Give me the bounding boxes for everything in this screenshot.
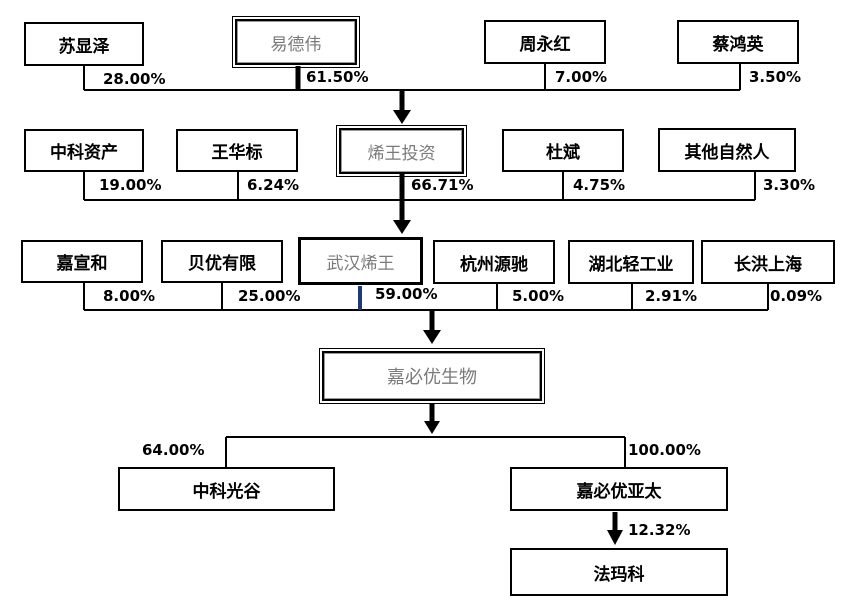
pct-changhong-shanghai: 0.09% xyxy=(770,287,823,305)
node-other-persons: 其他自然人 xyxy=(658,128,796,172)
pct-cai-hongying: 3.50% xyxy=(749,68,802,86)
pct-zhongke-guanggu: 64.00% xyxy=(142,441,205,459)
node-zhongke-guanggu: 中科光谷 xyxy=(118,467,335,511)
node-yi-dewei: 易德伟 xyxy=(232,16,360,68)
node-xiwang-investment: 烯王投资 xyxy=(336,125,467,177)
pct-hubei-light-industry: 2.91% xyxy=(645,287,698,305)
node-du-bin: 杜斌 xyxy=(502,129,624,172)
node-cabio-bio: 嘉必优生物 xyxy=(319,348,545,404)
pct-zhou-yonghong: 7.00% xyxy=(555,68,608,86)
node-hangzhou-yuanchi: 杭州源驰 xyxy=(433,240,555,284)
pct-hangzhou-yuanchi: 5.00% xyxy=(512,287,565,305)
node-changhong-shanghai: 长洪上海 xyxy=(701,240,835,284)
node-zhongke-assets: 中科资产 xyxy=(24,129,144,172)
pct-other-persons: 3.30% xyxy=(763,176,816,194)
node-wang-huabiao: 王华标 xyxy=(176,129,298,172)
node-zhou-yonghong: 周永红 xyxy=(484,20,606,64)
pct-famake: 12.32% xyxy=(628,521,691,539)
pct-du-bin: 4.75% xyxy=(573,176,626,194)
pct-zhongke-assets: 19.00% xyxy=(99,176,162,194)
pct-yi-dewei: 61.50% xyxy=(306,68,369,86)
node-cabio-asia-pacific: 嘉必优亚太 xyxy=(510,467,728,511)
pct-wang-huabiao: 6.24% xyxy=(247,176,300,194)
pct-cabio-asia-pacific: 100.00% xyxy=(628,441,701,459)
node-hubei-light-industry: 湖北轻工业 xyxy=(568,240,694,284)
pct-beiyou-ltd: 25.00% xyxy=(238,287,301,305)
pct-su-xianze: 28.00% xyxy=(103,70,166,88)
node-wuhan-xiwang: 武汉烯王 xyxy=(298,237,423,285)
node-famake: 法玛科 xyxy=(510,548,728,596)
node-su-xianze: 苏显泽 xyxy=(24,22,144,66)
pct-wuhan-xiwang: 59.00% xyxy=(375,285,438,303)
pct-jiaxuanhe: 8.00% xyxy=(103,287,156,305)
node-jiaxuanhe: 嘉宣和 xyxy=(21,240,143,283)
pct-xiwang-investment: 66.71% xyxy=(411,176,474,194)
node-beiyou-ltd: 贝优有限 xyxy=(161,240,283,283)
node-cai-hongying: 蔡鸿英 xyxy=(677,20,799,64)
